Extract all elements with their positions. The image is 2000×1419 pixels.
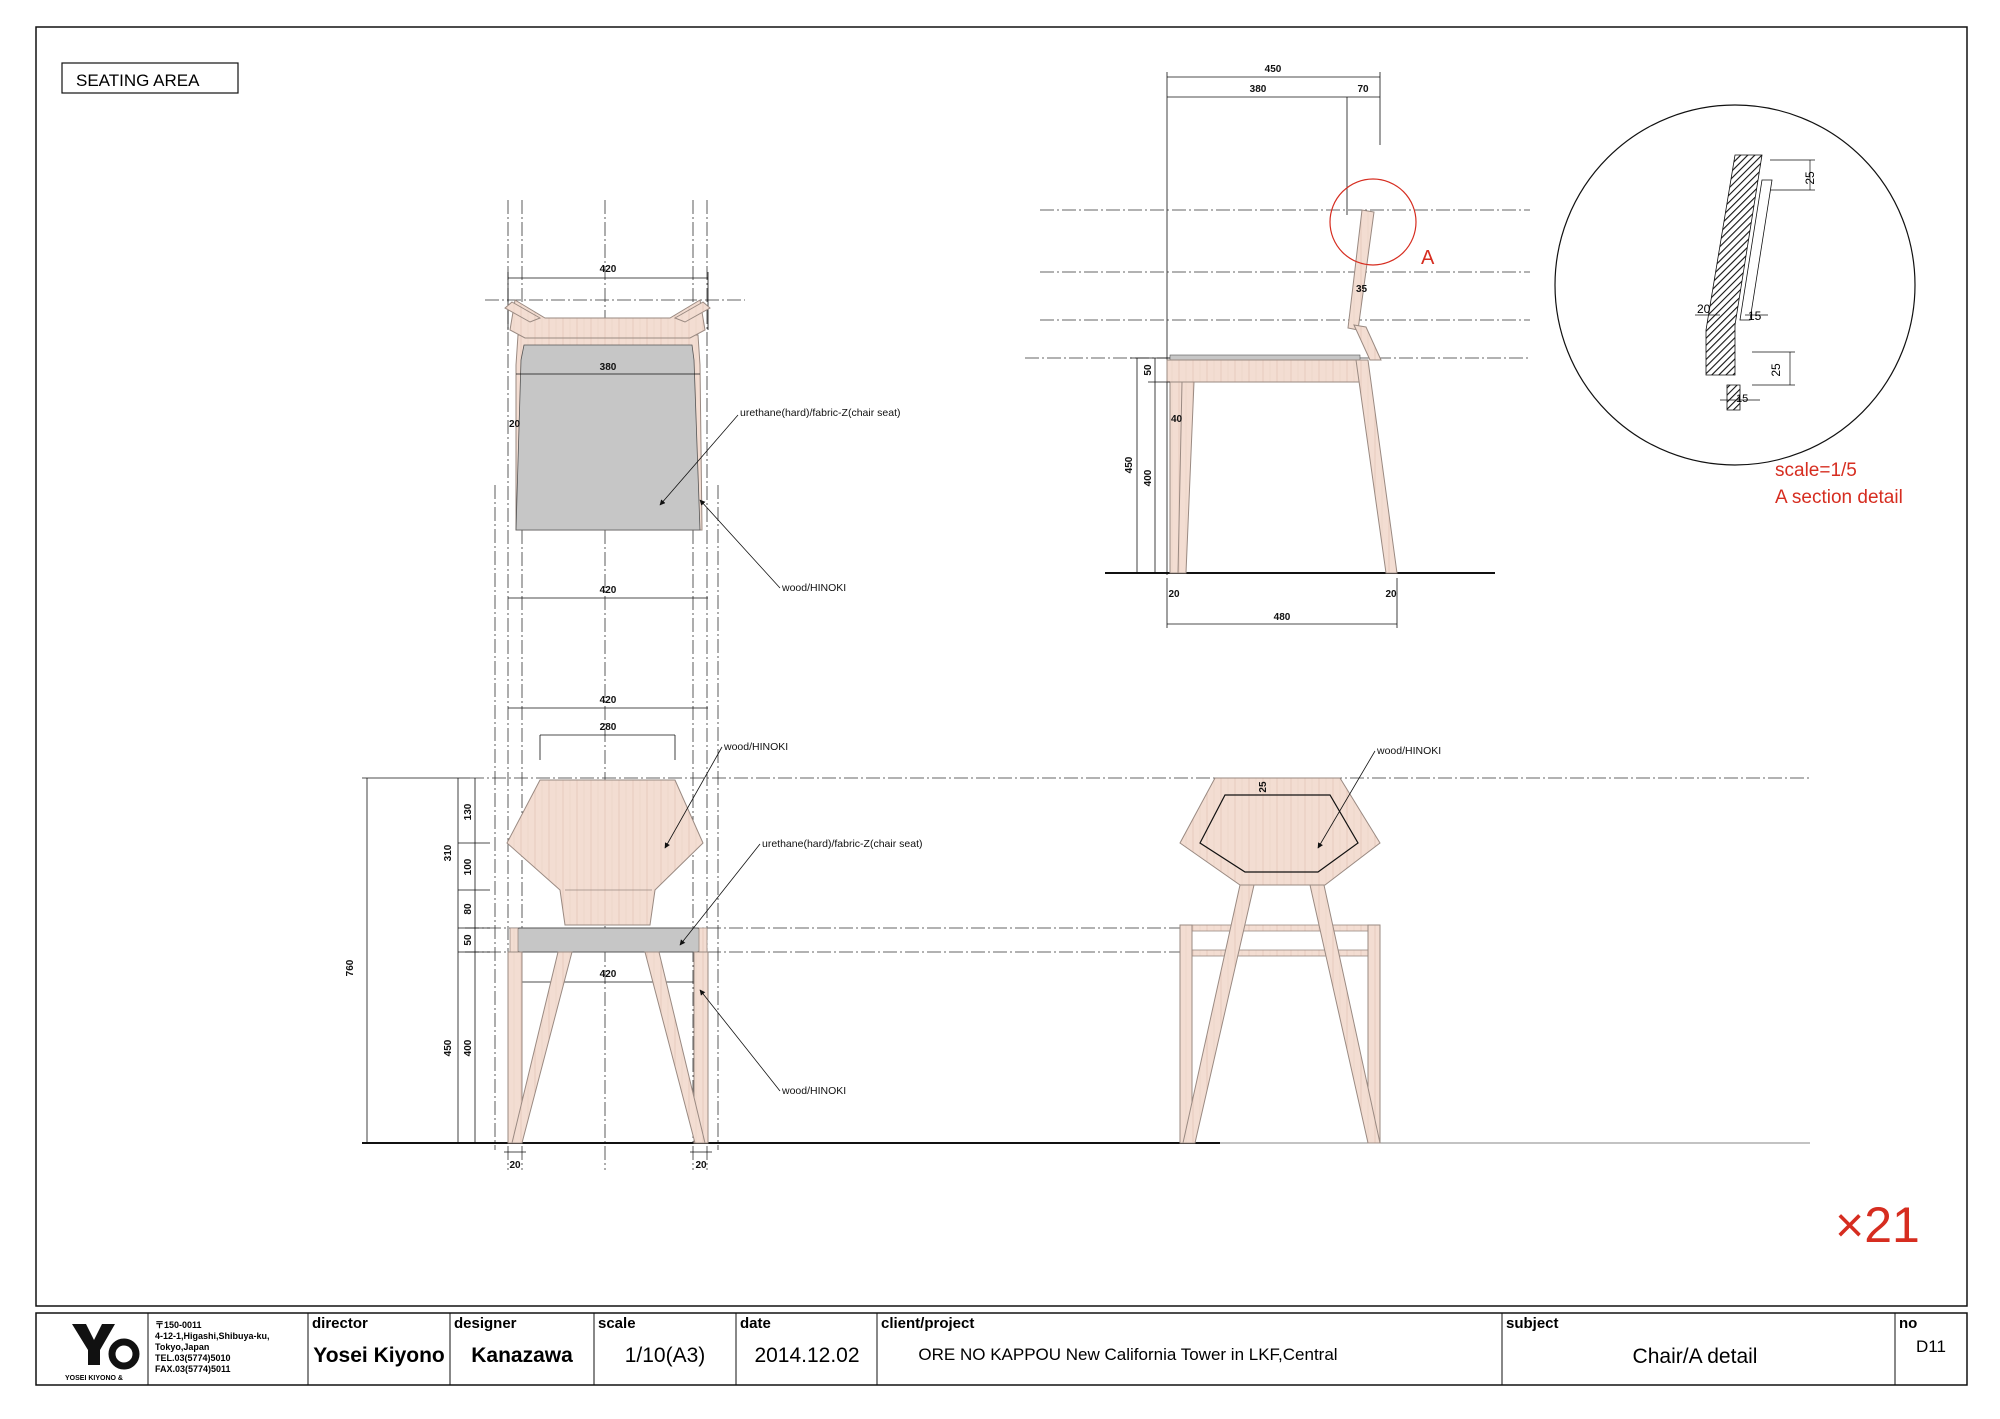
note-front-wood-back: wood/HINOKI bbox=[723, 741, 788, 753]
dim-front-h100: 100 bbox=[463, 858, 474, 875]
section-detail: 25 20 15 25 15 scale=1/5 A section detai… bbox=[1554, 104, 1916, 508]
front-cushion bbox=[516, 927, 701, 953]
dim-plan-top: 420 bbox=[600, 264, 617, 275]
detail-dim-25a: 25 bbox=[1803, 171, 1817, 185]
side-seat bbox=[1166, 359, 1368, 383]
note-plan-cushion: urethane(hard)/fabric-Z(chair seat) bbox=[740, 407, 900, 419]
dim-front-h400: 400 bbox=[463, 1039, 474, 1056]
dim-side-leg-right: 20 bbox=[1385, 589, 1397, 600]
address-line-1: 〒150-0011 bbox=[155, 1320, 202, 1330]
dim-plan-seat: 380 bbox=[600, 362, 617, 373]
address-line-3: Tokyo,Japan bbox=[155, 1342, 209, 1352]
section-tag: SEATING AREA bbox=[61, 62, 239, 94]
side-view: 450 380 70 35 40 450 50 400 20 20 bbox=[1025, 64, 1530, 628]
dim-front-overall: 420 bbox=[600, 695, 617, 706]
dim-front-back-height: 310 bbox=[443, 844, 454, 861]
dim-front-leg-left: 20 bbox=[509, 1160, 521, 1171]
dim-front-h130: 130 bbox=[463, 803, 474, 820]
date-label: date bbox=[740, 1315, 771, 1332]
client-value: ORE NO KAPPOU New California Tower in LK… bbox=[918, 1345, 1337, 1364]
dim-front-seat-height: 450 bbox=[443, 1039, 454, 1056]
subject-label: subject bbox=[1506, 1315, 1559, 1332]
address-line-2: 4-12-1,Higashi,Shibuya-ku, bbox=[155, 1331, 270, 1341]
detail-callout-circle bbox=[1329, 178, 1417, 266]
detail-dim-25b: 25 bbox=[1769, 363, 1783, 377]
note-front-cushion: urethane(hard)/fabric-Z(chair seat) bbox=[762, 838, 922, 850]
title-block: YOSEI KIYONO & 〒150-0011 4-12-1,Higashi,… bbox=[35, 1312, 1968, 1386]
dim-side-leg-left: 20 bbox=[1168, 589, 1180, 600]
detail-scale: scale=1/5 bbox=[1775, 460, 1857, 481]
dim-plan-bottom: 420 bbox=[600, 585, 617, 596]
dim-side-back-offset: 70 bbox=[1357, 84, 1369, 95]
subject-value: Chair/A detail bbox=[1633, 1345, 1758, 1368]
yo-logo: YOSEI KIYONO & bbox=[65, 1324, 140, 1382]
dim-front-seat: 420 bbox=[600, 969, 617, 980]
designer-value: Kanazawa bbox=[471, 1344, 573, 1367]
dim-plan-side: 20 bbox=[509, 419, 521, 430]
dim-side-overall: 450 bbox=[1265, 64, 1282, 75]
dim-side-apron: 40 bbox=[1171, 414, 1183, 425]
detail-dim-20: 20 bbox=[1697, 302, 1711, 316]
dim-side-seat-thick: 50 bbox=[1143, 364, 1154, 376]
dim-side-seat-height: 450 bbox=[1124, 456, 1135, 473]
dim-side-h400: 400 bbox=[1143, 469, 1154, 486]
note-front-wood-leg: wood/HINOKI bbox=[781, 1085, 846, 1097]
dim-front-h50: 50 bbox=[463, 934, 474, 946]
dim-front-back-top: 280 bbox=[600, 722, 617, 733]
note-rear-wood: wood/HINOKI bbox=[1376, 745, 1441, 757]
dim-side-footprint: 480 bbox=[1274, 612, 1291, 623]
designer-label: designer bbox=[454, 1315, 517, 1332]
client-label: client/project bbox=[881, 1315, 974, 1332]
dim-front-h80: 80 bbox=[463, 903, 474, 915]
dim-front-total: 760 bbox=[345, 959, 356, 976]
rear-view: 25 wood/HINOKI bbox=[1179, 745, 1441, 1144]
dim-rear-frame: 25 bbox=[1258, 781, 1269, 793]
quantity-label: ×21 bbox=[1835, 1197, 1920, 1253]
note-plan-wood: wood/HINOKI bbox=[781, 582, 846, 594]
scale-label: scale bbox=[598, 1315, 636, 1332]
detail-marker: A bbox=[1421, 247, 1435, 269]
director-value: Yosei Kiyono bbox=[313, 1344, 444, 1367]
plan-cushion bbox=[515, 344, 701, 531]
logo-caption: YOSEI KIYONO & bbox=[65, 1375, 123, 1382]
no-value: D11 bbox=[1916, 1337, 1946, 1356]
dim-front-leg-right: 20 bbox=[695, 1160, 707, 1171]
address-line-4: TEL.03(5774)5010 bbox=[155, 1353, 231, 1363]
director-label: director bbox=[312, 1315, 368, 1332]
detail-dim-15b: 15 bbox=[1736, 393, 1748, 405]
date-value: 2014.12.02 bbox=[754, 1344, 859, 1367]
no-label: no bbox=[1899, 1315, 1917, 1332]
section-tag-label: SEATING AREA bbox=[76, 71, 200, 90]
dim-side-seat-depth: 380 bbox=[1250, 84, 1267, 95]
detail-title: A section detail bbox=[1775, 487, 1903, 508]
front-backrest bbox=[506, 779, 704, 926]
front-view: 420 280 170 420 760 310 130 100 80 bbox=[345, 695, 1810, 1171]
detail-dim-15a: 15 bbox=[1748, 309, 1762, 323]
address-line-5: FAX.03(5774)5011 bbox=[155, 1364, 231, 1374]
scale-value: 1/10(A3) bbox=[625, 1344, 706, 1367]
sheet-border bbox=[35, 26, 1968, 1307]
dim-side-back-thick: 35 bbox=[1356, 284, 1368, 295]
plan-view: 420 380 20 420 urethane(hard)/fabric-Z(c… bbox=[485, 200, 900, 1170]
